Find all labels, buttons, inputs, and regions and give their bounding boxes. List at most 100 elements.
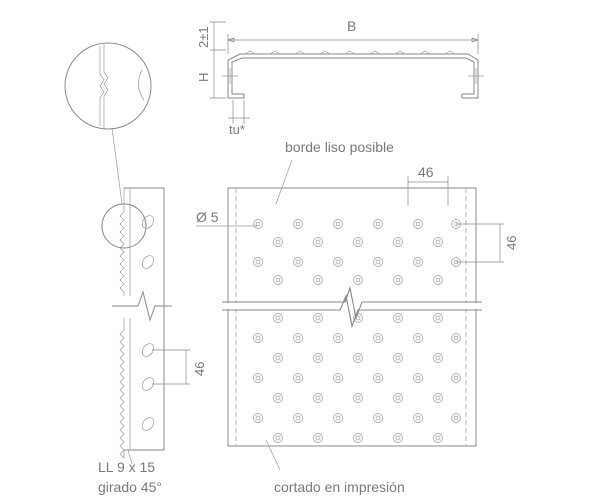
perforation-hole [373,333,383,343]
perforation-hole-center [435,277,441,283]
perforation-hole [433,313,443,323]
slot-rotation-label: girado 45° [98,479,162,495]
perforation-hole [353,237,363,247]
perforation-holes [253,219,461,443]
perforation-hole [433,433,443,443]
perforation-hole-center [295,335,301,341]
perforation-hole-center [335,221,341,227]
perforation-hole [333,413,343,423]
perforation-hole-center [375,335,381,341]
perforation-hole [273,275,283,285]
perforation-hole-center [395,277,401,283]
perforation-hole [373,413,383,423]
perforation-hole [313,237,323,247]
height-label: H [196,73,211,82]
perforation-hole [451,333,461,343]
perforation-hole [313,275,323,285]
perforation-hole-center [395,239,401,245]
perforation-hole [333,219,343,229]
perforation-hole-center [395,435,401,441]
perforation-hole-center [395,355,401,361]
perforation-hole-center [295,259,301,265]
perforation-hole-center [275,355,281,361]
perforation-hole [253,373,263,383]
perforation-hole [273,353,283,363]
perforation-hole-center [355,277,361,283]
perforation-hole-center [315,239,321,245]
perforation-hole-center [275,277,281,283]
top-pitch-label: 46 [418,164,434,180]
perforation-hole-center [315,435,321,441]
perforation-hole-center [315,355,321,361]
perforation-hole-center [335,335,341,341]
perforation-hole-center [415,221,421,227]
perforation-hole [333,333,343,343]
perforation-hole [433,353,443,363]
perforation-hole [253,219,263,229]
perforation-hole [353,433,363,443]
perforation-hole-center [355,395,361,401]
perforation-hole [393,275,403,285]
perforation-hole-center [453,221,459,227]
perforation-hole [293,257,303,267]
perforation-hole [433,393,443,403]
perforation-hole-center [453,415,459,421]
cut-note-label: cortado en impresión [274,479,405,495]
perforation-hole [253,257,263,267]
perforation-hole [353,275,363,285]
perforation-hole-center [415,375,421,381]
perforation-hole [293,413,303,423]
perforation-hole [451,373,461,383]
perforation-hole-center [453,335,459,341]
perforation-hole [253,413,263,423]
width-label: B [347,18,356,34]
smooth-edge-label: borde liso posible [285,139,394,155]
hole-diameter-label: Ø 5 [196,209,219,225]
perforation-hole-center [355,315,361,321]
perforation-hole [333,373,343,383]
perforation-hole [393,313,403,323]
perforation-hole [393,353,403,363]
perforation-hole-center [275,239,281,245]
thickness-label: tu* [229,122,245,137]
perforation-hole [313,393,323,403]
serrated-surface [244,50,456,55]
perforation-hole [413,257,423,267]
perforation-hole [413,333,423,343]
perforation-hole [273,237,283,247]
perforation-hole [393,433,403,443]
perforation-hole-center [315,395,321,401]
perforation-hole [253,333,263,343]
perforation-hole [273,393,283,403]
slot-size-label: LL 9 x 15 [98,459,155,475]
perforation-hole [293,333,303,343]
perforation-hole [433,237,443,247]
perforation-hole-center [453,375,459,381]
perforation-hole [451,219,461,229]
perforation-hole-center [415,259,421,265]
perforation-hole-center [255,335,261,341]
perforation-hole [451,413,461,423]
perforation-hole [313,433,323,443]
perforation-hole-center [275,395,281,401]
perforation-hole [333,257,343,267]
perforation-hole-center [375,221,381,227]
perforation-hole-center [275,435,281,441]
perforation-hole-center [415,335,421,341]
perforation-hole [353,353,363,363]
perforation-hole-center [335,259,341,265]
perforation-hole [293,219,303,229]
perforation-hole [373,219,383,229]
perforation-hole-center [275,315,281,321]
perforation-hole-center [375,259,381,265]
perforation-hole-center [355,355,361,361]
perforation-hole [393,393,403,403]
perforation-hole-center [255,221,261,227]
perforation-hole-center [355,239,361,245]
side-view [112,187,190,465]
perforation-hole-center [453,259,459,265]
detail-callout [64,42,152,249]
perforation-hole-center [295,415,301,421]
perforation-hole [373,373,383,383]
perforation-hole-center [315,277,321,283]
